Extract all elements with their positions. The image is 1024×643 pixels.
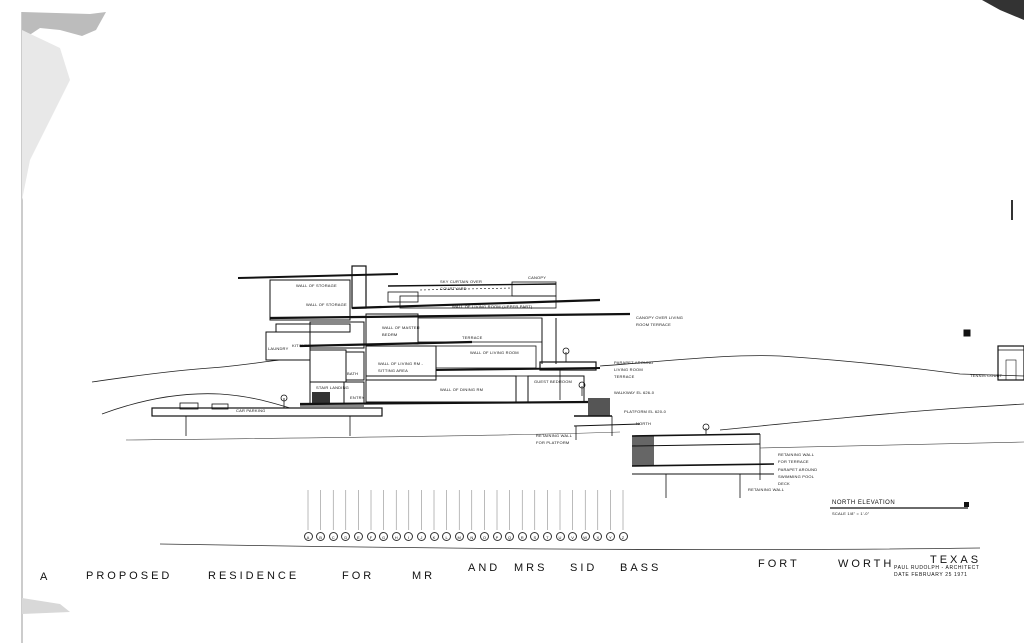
grid-marker: B <box>316 531 326 541</box>
note-retaining-wall: RETAINING WALL <box>748 487 785 492</box>
title-word: TEXAS <box>930 554 982 566</box>
note-kitchen: KITCHEN <box>292 343 311 348</box>
grid-marker: X <box>593 531 603 541</box>
grid-marker: W <box>580 531 590 541</box>
note-wall-of-storage: WALL OF STORAGE <box>306 302 347 307</box>
terraces <box>573 381 775 498</box>
grid-marker: Z <box>618 531 628 541</box>
note-retaining-wall-platform: RETAINING WALL FOR PLATFORM <box>536 433 572 445</box>
base-line <box>159 543 981 551</box>
grid-marker: I <box>404 531 414 541</box>
grid-marker: Q <box>505 531 515 541</box>
note-wall-of-dining-rm: WALL OF DINING RM <box>440 387 484 392</box>
grid-marker: S <box>530 531 540 541</box>
grid-marker: G <box>379 531 389 541</box>
grid-marker: R <box>517 531 527 541</box>
grid-marker: N <box>467 531 477 541</box>
note-walkway: WALKWAY EL 626-0 <box>614 390 655 395</box>
note-wall-of-living-room: WALL OF LIVING ROOM <box>470 350 519 355</box>
car-icon <box>211 403 229 410</box>
title-word: BASS <box>620 562 662 574</box>
architect-name: PAUL RUDOLPH - ARCHITECT <box>894 565 980 571</box>
note-guest-bedroom: GUEST BEDROOM <box>534 379 573 384</box>
note-retaining-wall-terrace: RETAINING WALL FOR TERRACE <box>778 452 814 464</box>
note-wall-of-storage-top: WALL OF STORAGE <box>296 283 337 288</box>
ground-line-mid <box>101 393 291 415</box>
grid-marker: U <box>555 531 565 541</box>
note-canopy: CANOPY <box>528 275 547 280</box>
drawing-date: DATE FEBRUARY 25 1971 <box>894 572 968 578</box>
house-main <box>237 265 631 407</box>
title-word: PROPOSED <box>86 570 173 582</box>
title-word: MR <box>412 570 436 582</box>
ground-line-upper <box>91 359 281 383</box>
note-laundry: LAUNDRY <box>268 346 289 351</box>
shadow-top-left <box>22 30 70 200</box>
note-parapet-around: PARAPET AROUND LIVING ROOM TERRACE <box>614 360 654 379</box>
elevation-scale: SCALE 1/8" = 1'-0" <box>832 511 870 516</box>
grid-marker: O <box>479 531 489 541</box>
note-wall-of-master-bedrm: WALL OF MASTER BEDRM <box>382 325 420 337</box>
title-word: WORTH <box>838 558 895 570</box>
grid-marker: J <box>416 531 426 541</box>
grid-marker: V <box>568 531 578 541</box>
tennis-court-structure <box>963 329 1024 381</box>
torn-corner-top-left <box>22 12 106 40</box>
grid-marker: A <box>303 531 313 541</box>
grid-marker: F <box>366 531 376 541</box>
grid-marker: T <box>542 531 552 541</box>
note-entry: ENTRY <box>350 395 365 400</box>
title-word: MRS <box>514 562 548 574</box>
shadow-bottom-left <box>22 598 70 614</box>
note-sky-curtain: SKY CURTAIN OVER COURTYARD <box>440 279 483 291</box>
torn-corner-top-right <box>982 0 1024 20</box>
grid-marker: K <box>429 531 439 541</box>
note-canopy-over: CANOPY OVER LIVING ROOM TERRACE <box>636 315 684 327</box>
parking-deck <box>151 407 383 417</box>
note-wall-of-living-rm-sitting: WALL OF LIVING RM - SITTING AREA <box>378 361 424 373</box>
ground-line-lower <box>125 431 621 441</box>
elevation-title: NORTH ELEVATION <box>832 500 896 506</box>
grid-marker: P <box>492 531 502 541</box>
note-platform: PLATFORM EL 620-0 <box>624 409 667 414</box>
grid-marker: C <box>328 531 338 541</box>
grid-marker: D <box>341 531 351 541</box>
note-car-parking: CAR PARKING <box>236 408 266 413</box>
note-tennis-court: TENNIS COURT <box>970 373 1003 378</box>
grid-marker: Y <box>605 531 615 541</box>
sheet-letter: A <box>40 571 51 583</box>
car-icon <box>179 402 199 410</box>
title-word: RESIDENCE <box>208 570 300 582</box>
ground-line-upper-right <box>599 355 1024 377</box>
grid-marker: E <box>353 531 363 541</box>
grid-marker: H <box>391 531 401 541</box>
title-word: FORT <box>758 558 800 570</box>
title-word: FOR <box>342 570 375 582</box>
title-word: SID <box>570 562 598 574</box>
note-terrace: TERRACE <box>462 335 483 340</box>
note-bath: BATH <box>347 371 359 376</box>
grid-marker-lines <box>307 490 624 530</box>
grid-marker: L <box>442 531 452 541</box>
note-north: NORTH <box>636 421 652 426</box>
note-stair-landing: STAIR LANDING <box>316 385 349 390</box>
grid-marker: M <box>454 531 464 541</box>
ground-line-lower-right <box>719 403 1024 431</box>
note-parapet-around-pool: PARAPET AROUND SWIMMING POOL DECK <box>778 467 818 486</box>
title-word: AND <box>468 562 501 574</box>
note-wall-of-living-room-upper: WALL OF LIVING ROOM (UPPER PART) <box>452 304 533 309</box>
